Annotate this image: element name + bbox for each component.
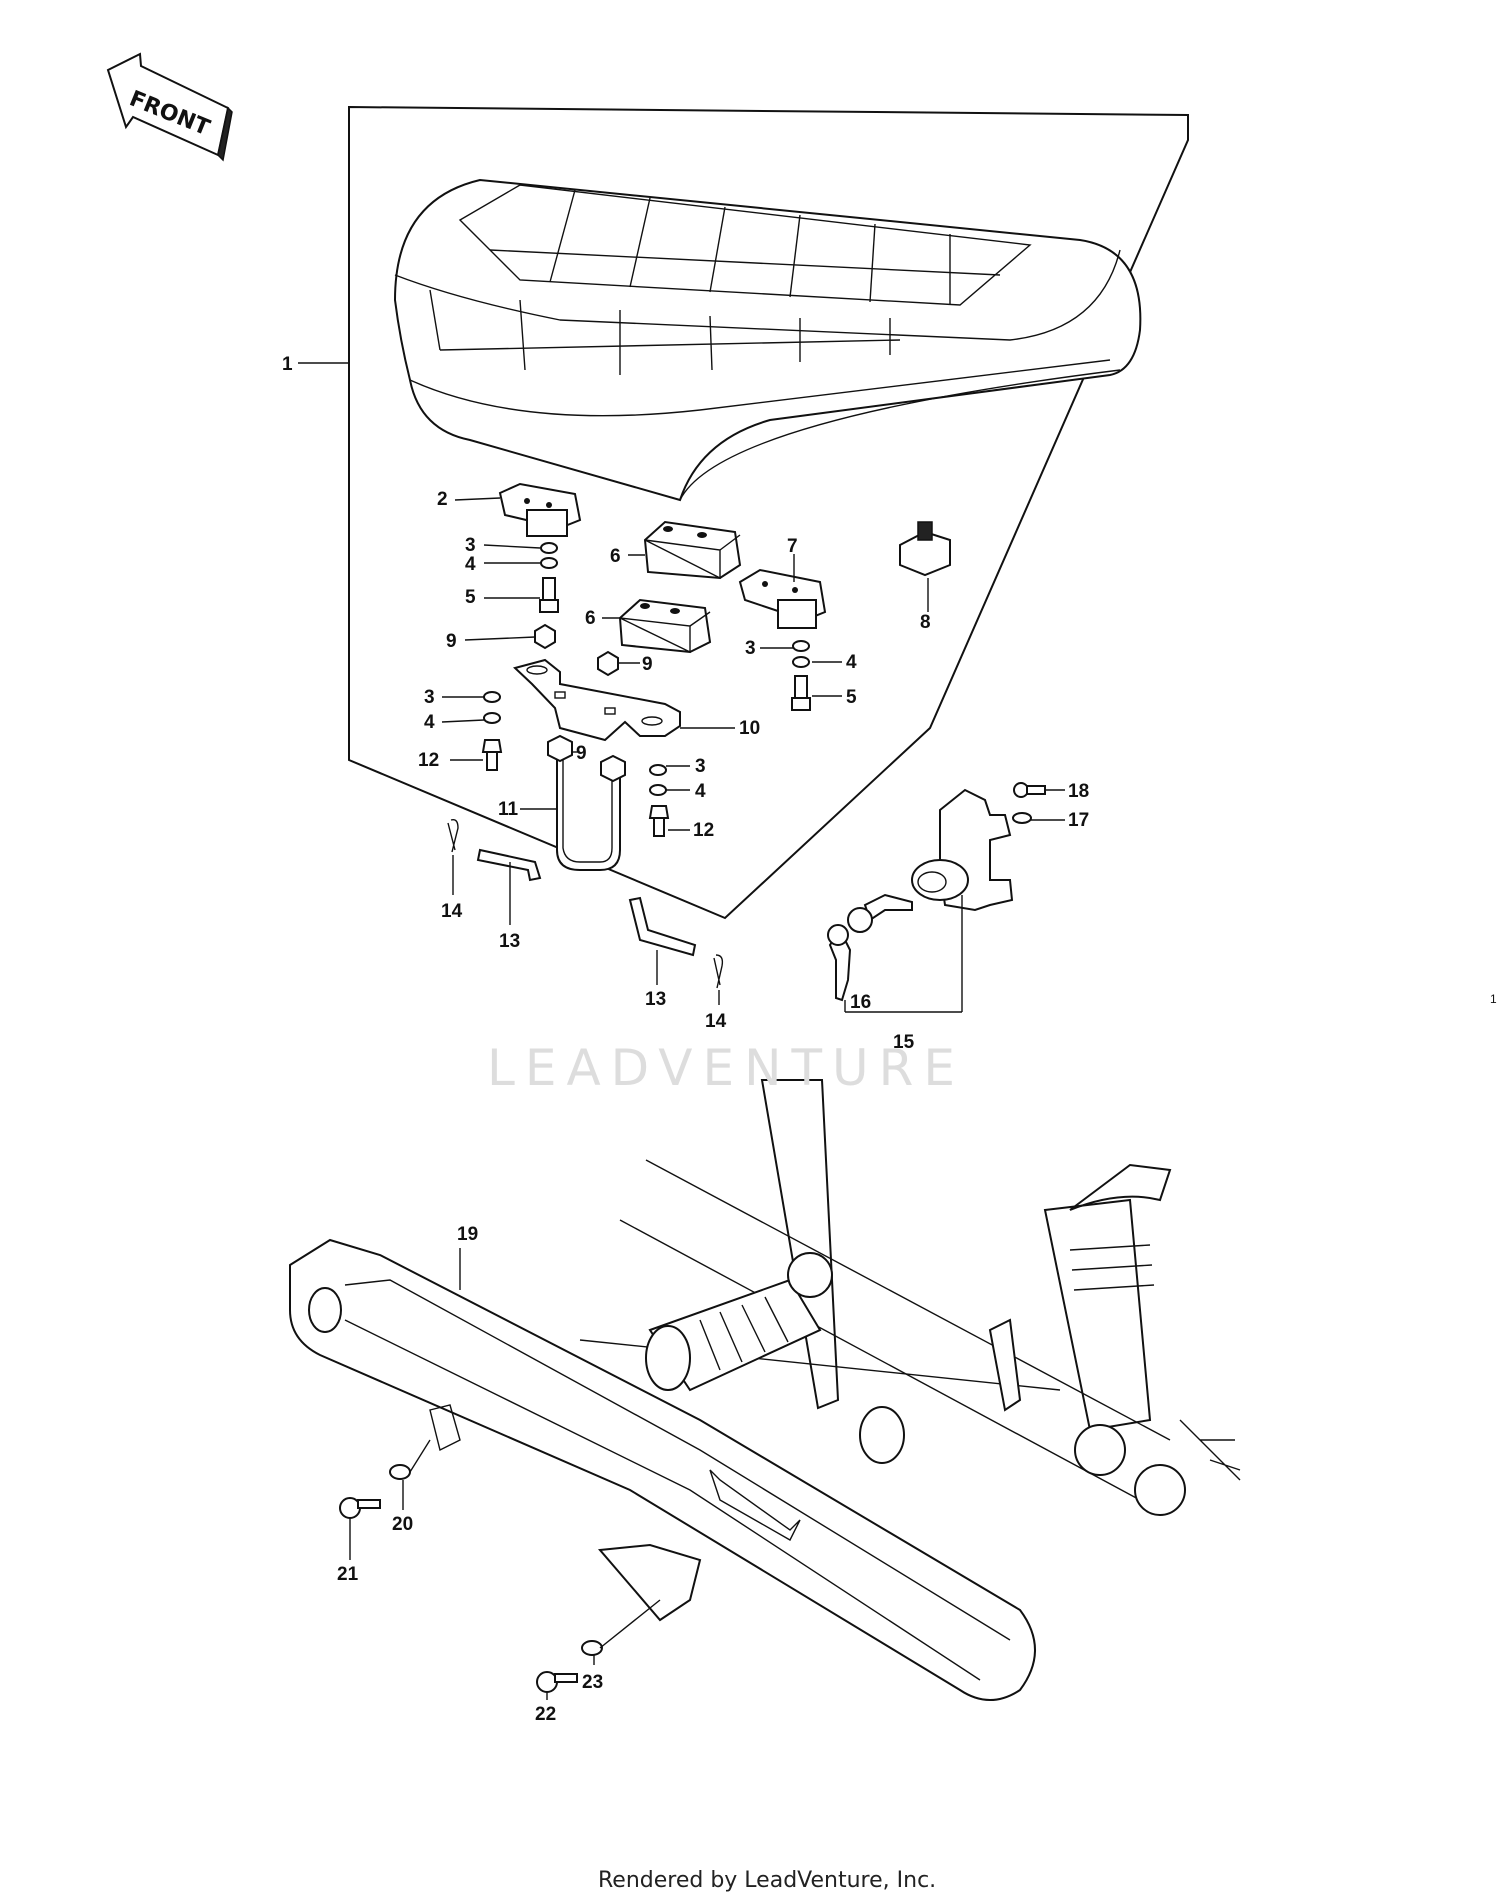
key-16 bbox=[827, 893, 913, 1002]
callout-11: 11 bbox=[498, 799, 519, 820]
u-bolt-11 bbox=[556, 755, 621, 871]
callout-16: 16 bbox=[850, 992, 871, 1013]
callout-22: 22 bbox=[535, 1704, 556, 1725]
callout-3a: 3 bbox=[465, 535, 476, 556]
callout-15: 15 bbox=[893, 1032, 915, 1053]
washer-17 bbox=[1012, 812, 1032, 824]
footpeg bbox=[645, 1252, 905, 1464]
callout-4a: 4 bbox=[465, 554, 476, 575]
callout-14a: 14 bbox=[441, 901, 463, 922]
bolt-22 bbox=[536, 1671, 578, 1693]
washer-3a bbox=[540, 542, 558, 554]
chain-guard-19 bbox=[289, 1238, 1036, 1701]
lock-washer-4b bbox=[792, 656, 810, 668]
callout-5b: 5 bbox=[846, 687, 857, 708]
seat-group-outline bbox=[348, 105, 1189, 920]
callout-13a: 13 bbox=[499, 931, 520, 952]
callout-12a: 12 bbox=[418, 750, 439, 771]
callout-20: 20 bbox=[392, 1514, 413, 1535]
callout-13b: 13 bbox=[645, 989, 666, 1010]
clip-14a bbox=[447, 818, 459, 853]
callout-23: 23 bbox=[582, 1672, 603, 1693]
nut-9b bbox=[597, 650, 619, 677]
nut-9d bbox=[600, 754, 626, 783]
seat-lock-15 bbox=[911, 788, 1014, 912]
hinge-bracket-7 bbox=[738, 568, 827, 629]
callout-4c: 4 bbox=[424, 712, 435, 733]
callout-14b: 14 bbox=[705, 1011, 727, 1032]
callout-3c: 3 bbox=[424, 687, 435, 708]
callout-18: 18 bbox=[1068, 781, 1089, 802]
bolt-12b bbox=[648, 805, 670, 837]
lock-washer-4d bbox=[649, 784, 667, 796]
callout-5a: 5 bbox=[465, 587, 476, 608]
rubber-damper-6a bbox=[643, 520, 742, 580]
callout-3d: 3 bbox=[695, 756, 706, 777]
mounting-plate-10 bbox=[513, 658, 681, 742]
bolt-5b bbox=[791, 675, 811, 711]
footer-text: Rendered by LeadVenture, Inc. bbox=[598, 1868, 936, 1893]
washer-3c bbox=[483, 691, 501, 703]
rubber-damper-6b bbox=[618, 598, 712, 654]
callout-6a: 6 bbox=[610, 546, 621, 567]
callout-7: 7 bbox=[787, 536, 798, 557]
callout-1: 1 bbox=[282, 354, 293, 375]
callout-21: 21 bbox=[337, 1564, 359, 1585]
callout-9c: 9 bbox=[576, 743, 587, 764]
page-number: 1 bbox=[1490, 992, 1497, 1006]
callout-4b: 4 bbox=[846, 652, 857, 673]
callout-12b: 12 bbox=[693, 820, 714, 841]
screw-18 bbox=[1013, 782, 1046, 798]
callout-19: 19 bbox=[457, 1224, 478, 1245]
leader-lines bbox=[298, 362, 1065, 1700]
seat bbox=[393, 178, 1142, 502]
nut-9a bbox=[534, 623, 556, 650]
callout-3b: 3 bbox=[745, 638, 756, 659]
washer-3d bbox=[649, 764, 667, 776]
clip-14b bbox=[713, 954, 724, 989]
nut-9c bbox=[547, 734, 573, 763]
pin-13a bbox=[476, 848, 542, 882]
callout-17: 17 bbox=[1068, 810, 1089, 831]
callout-4d: 4 bbox=[695, 781, 706, 802]
pin-13b bbox=[628, 896, 697, 957]
washer-3b bbox=[792, 640, 810, 652]
lock-washer-4a bbox=[540, 557, 558, 569]
washer-23 bbox=[581, 1640, 603, 1656]
bolt-21 bbox=[339, 1497, 381, 1519]
callout-9b: 9 bbox=[642, 654, 653, 675]
watermark: LEADVENTURE bbox=[487, 1039, 965, 1097]
hinge-bracket-2 bbox=[498, 482, 582, 537]
bolt-5a bbox=[539, 577, 559, 613]
bolt-12a bbox=[481, 739, 503, 771]
washer-20 bbox=[389, 1464, 411, 1480]
callout-10: 10 bbox=[739, 718, 760, 739]
seat-quilting bbox=[429, 184, 1032, 375]
callout-9a: 9 bbox=[446, 631, 457, 652]
front-arrow-icon: FRONT bbox=[106, 52, 233, 162]
callout-8: 8 bbox=[920, 612, 931, 633]
callout-2: 2 bbox=[437, 489, 448, 510]
lock-washer-4c bbox=[483, 712, 501, 724]
seat-stopper-8 bbox=[899, 521, 951, 577]
callout-6b: 6 bbox=[585, 608, 596, 629]
